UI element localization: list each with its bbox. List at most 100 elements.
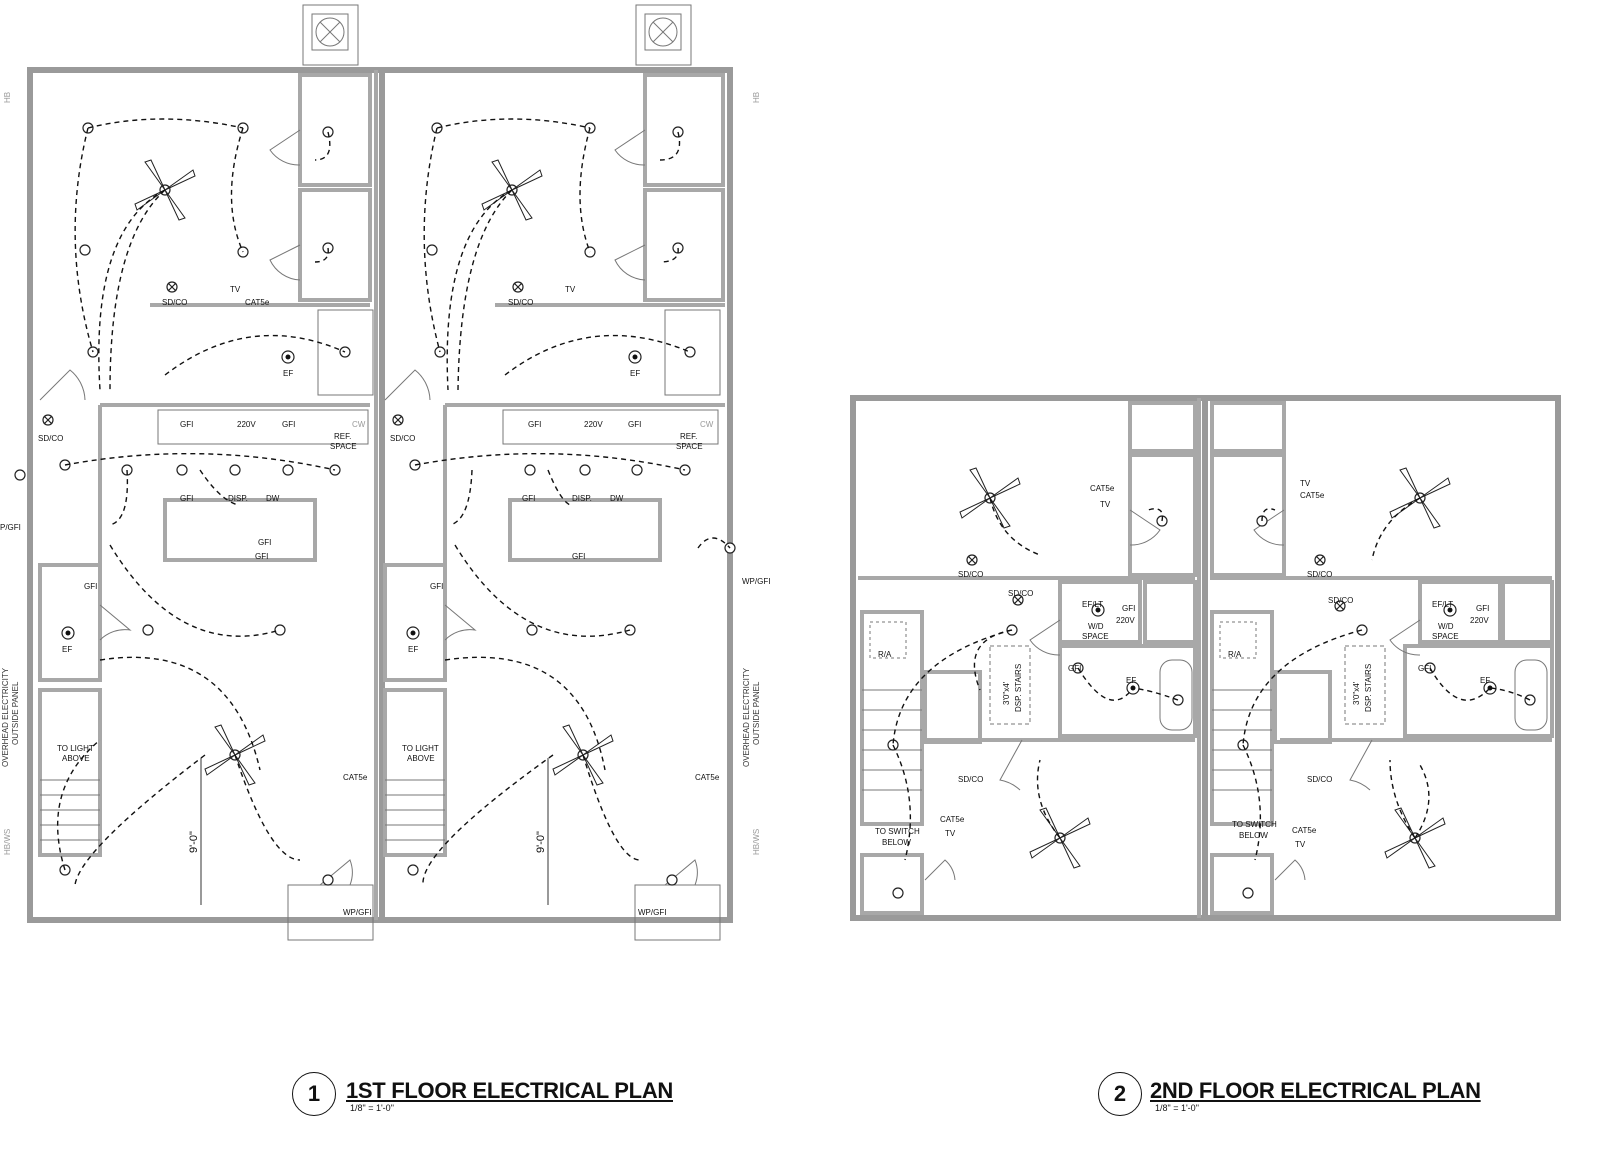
return-air-label: R/A	[878, 650, 892, 659]
exhaust-fan-label: EF	[408, 645, 419, 654]
gfi-label: GFI	[522, 494, 536, 503]
ceiling-fan-icon	[552, 724, 614, 786]
plan-number-badge: 2	[1098, 1072, 1142, 1116]
to-light-label: TO LIGHT	[402, 744, 439, 753]
ref-space-label: REF.	[334, 432, 352, 441]
ref-space-label: SPACE	[330, 442, 357, 451]
to-switch-label: BELOW	[1239, 831, 1268, 840]
exhaust-fan-label: EF	[1126, 676, 1137, 685]
light-fixture-icon	[887, 515, 1536, 899]
gfi-label: GFI	[180, 420, 194, 429]
weatherproof-gfi-label: WP/GFI	[343, 908, 372, 917]
hose-bib-label: HB	[3, 91, 12, 103]
smoke-detector-icon	[42, 281, 524, 426]
attic-stair	[1344, 645, 1386, 725]
exhaust-vent-icon	[302, 4, 359, 66]
exhaust-fan-icon	[1091, 603, 1497, 695]
attic-stair-label: DSP. STAIRS	[1364, 663, 1373, 712]
exhaust-fan-label: EF	[62, 645, 73, 654]
attic-stair-label: DSP. STAIRS	[1014, 663, 1023, 712]
smoke-co-label: SD/CO	[508, 298, 534, 307]
tv-outlet-label: TV	[945, 829, 956, 838]
first-floor-plan	[14, 4, 736, 941]
tv-outlet-label: TV	[1100, 500, 1111, 509]
dimension-label: 9'-0"	[535, 831, 547, 853]
smoke-co-label: SD/CO	[162, 298, 188, 307]
kitchen-counter	[157, 409, 369, 445]
to-light-label: ABOVE	[407, 754, 435, 763]
smoke-detector-icon	[966, 554, 1346, 612]
dimension-line	[200, 758, 549, 905]
outside-panel-label: OUTSIDE PANEL	[11, 681, 20, 745]
washer-dryer-label: SPACE	[1082, 632, 1109, 641]
exhaust-light-label: EF/LT	[1082, 600, 1104, 609]
ceiling-fan-icon	[1389, 467, 1451, 529]
exhaust-vent-icon	[635, 4, 692, 66]
plan-number-badge: 1	[292, 1072, 336, 1116]
plan-title: 2ND FLOOR ELECTRICAL PLAN	[1150, 1078, 1481, 1103]
gfi-label: GFI	[255, 552, 269, 561]
ref-space-label: SPACE	[676, 442, 703, 451]
exhaust-fan-label: EF	[630, 369, 641, 378]
to-switch-label: TO SWITCH	[875, 827, 920, 836]
stair	[38, 688, 102, 857]
to-light-label: TO LIGHT	[57, 744, 94, 753]
hose-bib-ws-label: HB/WS	[752, 828, 761, 855]
cat5e-label: CAT5e	[1300, 491, 1325, 500]
bathtub	[1514, 659, 1548, 731]
outside-panel-label: OUTSIDE PANEL	[752, 681, 761, 745]
smoke-co-label: SD/CO	[958, 775, 984, 784]
overhead-electricity-label: OVERHEAD ELECTRICITY	[742, 667, 751, 767]
gfi-label: GFI	[430, 582, 444, 591]
tv-outlet-label: TV	[1295, 840, 1306, 849]
weatherproof-gfi-label: WP/GFI	[638, 908, 667, 917]
shower	[664, 309, 721, 396]
shower	[317, 309, 374, 396]
return-air-label: R/A	[1228, 650, 1242, 659]
hose-bib-label: HB	[752, 91, 761, 103]
outlet-220v-label: 220V	[1116, 616, 1135, 625]
washer-dryer-label: W/D	[1438, 622, 1454, 631]
smoke-co-label: SD/CO	[1008, 589, 1034, 598]
tv-outlet-label: TV	[230, 285, 241, 294]
attic-stair-size-label: 3'0"x4'	[1002, 681, 1011, 705]
smoke-co-label: SD/CO	[958, 570, 984, 579]
to-switch-label: BELOW	[882, 838, 911, 847]
outlet-220v-label: 220V	[237, 420, 256, 429]
entry-porch	[634, 884, 721, 941]
gfi-label: GFI	[572, 552, 586, 561]
attic-stair	[989, 645, 1031, 725]
cat5e-label: CAT5e	[695, 773, 720, 782]
cat5e-label: CAT5e	[343, 773, 368, 782]
outlet-220v-label: 220V	[584, 420, 603, 429]
exhaust-fan-label: EF	[1480, 676, 1491, 685]
gfi-label: GFI	[1476, 604, 1490, 613]
kitchen-counter	[502, 409, 719, 445]
gfi-label: GFI	[258, 538, 272, 547]
dimension-label: 9'-0"	[188, 831, 200, 853]
gfi-label: GFI	[180, 494, 194, 503]
circuit-wiring	[892, 497, 1531, 861]
kitchen-island	[508, 498, 662, 562]
disposal-label: DISP.	[572, 494, 592, 503]
dishwasher-label: DW	[266, 494, 280, 503]
stair	[383, 688, 447, 857]
to-light-label: ABOVE	[62, 754, 90, 763]
plan-title: 1ST FLOOR ELECTRICAL PLAN	[346, 1078, 673, 1103]
stair	[1210, 610, 1274, 826]
weatherproof-gfi-label: WP/GFI	[742, 577, 771, 586]
gfi-label: GFI	[1068, 664, 1082, 673]
washer-dryer-label: W/D	[1088, 622, 1104, 631]
washer-dryer-label: SPACE	[1432, 632, 1459, 641]
smoke-co-label: SD/CO	[1328, 596, 1354, 605]
ceiling-fan-icon	[204, 724, 266, 786]
exhaust-fan-label: EF	[283, 369, 294, 378]
plan-scale: 1/8" = 1'-0"	[350, 1103, 394, 1113]
stair	[860, 610, 924, 826]
cat5e-label: CAT5e	[1090, 484, 1115, 493]
ref-space-label: REF.	[680, 432, 698, 441]
hose-bib-ws-label: HB/WS	[3, 828, 12, 855]
exhaust-light-label: EF/LT	[1432, 600, 1454, 609]
cat5e-label: CAT5e	[245, 298, 270, 307]
